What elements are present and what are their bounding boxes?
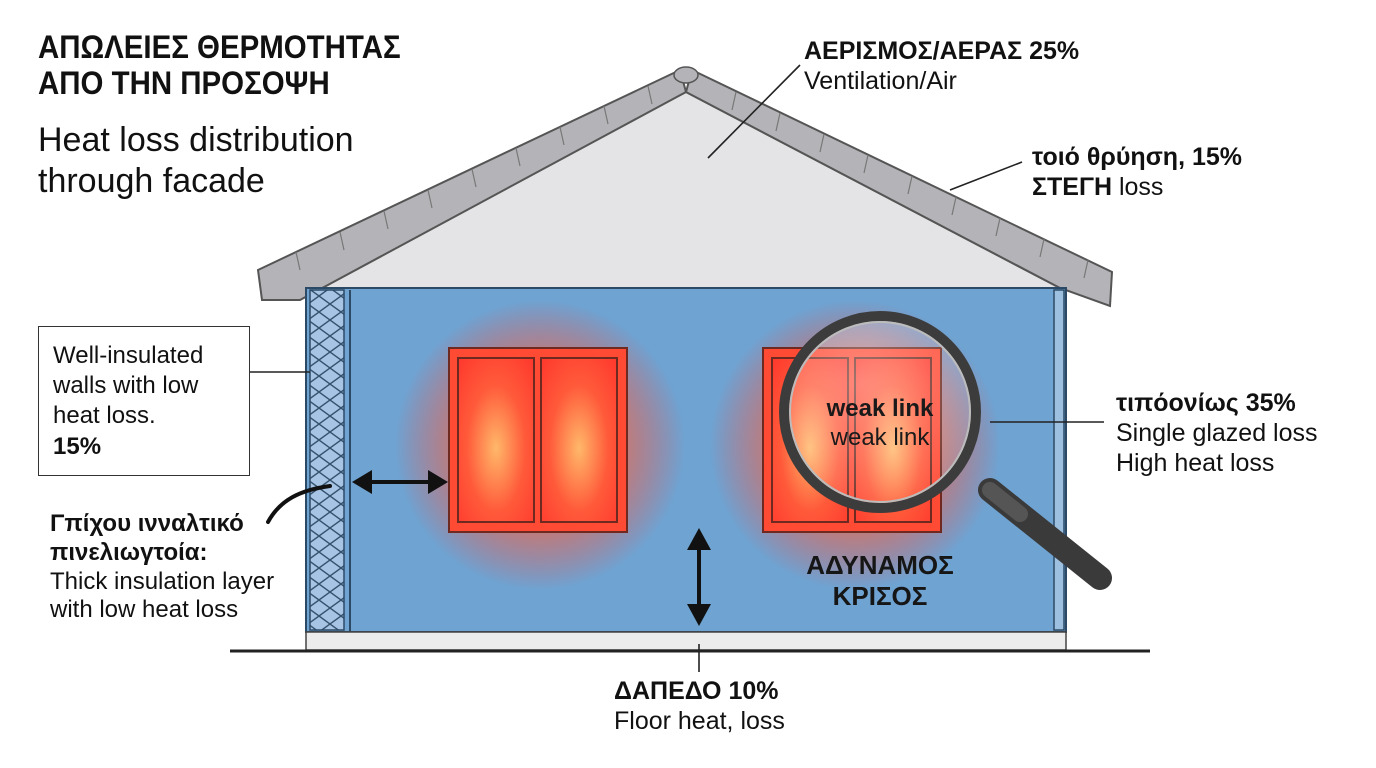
- label-weak-point-line1: ΑΔΥΝΑΜΟΣ: [806, 550, 954, 580]
- title-greek-line2: ΑΠΟ ΤΗΝ ΠΡΟΣΟΨΗ: [38, 64, 330, 101]
- window-left: [448, 347, 628, 533]
- title-greek-line1: ΑΠΩΛΕΙΕΣ ΘΕΡΜΟΤΗΤΑΣ: [38, 29, 401, 65]
- roof-gable: [299, 90, 1061, 289]
- label-insulation: Γπίχου ινναλτικό πινελιωγτοία: Thick ins…: [50, 510, 274, 625]
- label-windows-greek: τιπόονίως 35%: [1116, 389, 1296, 417]
- label-walls-percent: 15%: [53, 432, 102, 460]
- label-floor: ΔΑΠΕΔΟ 10% Floor heat, loss: [614, 676, 785, 736]
- label-insulation-english2: with low heat loss: [50, 596, 239, 624]
- title-english-line2: through facade: [38, 161, 265, 200]
- arrow-horizontal: [352, 470, 448, 494]
- label-walls-box: Well-insulated walls with low heat loss.…: [38, 326, 250, 476]
- roof-ridge-cap: [673, 66, 699, 84]
- roof-tiles-right: [684, 68, 1114, 308]
- label-weak-link-normal: weak link: [830, 424, 930, 452]
- label-weak-point-line2: ΚΡΙΣΟΣ: [832, 581, 928, 612]
- roof-tiles-left: [256, 68, 688, 301]
- label-walls-line3: heat loss.: [53, 402, 156, 430]
- label-roof-line2: ΣΤΕΓΗ loss: [1032, 172, 1242, 202]
- label-walls-line2: walls with low: [53, 372, 199, 400]
- label-windows: τιπόονίως 35% Single glazed loss High he…: [1116, 388, 1318, 478]
- leader-roof: [949, 161, 1023, 191]
- label-windows-english2: High heat loss: [1116, 449, 1275, 477]
- label-ventilation: ΑΕΡΙΣΜΟΣ/ΑΕΡΑΣ 25% Ventilation/Air: [804, 36, 1079, 96]
- magnifier-icon: [779, 311, 1112, 590]
- leader-ventilation: [707, 64, 801, 159]
- label-floor-english: Floor heat, loss: [614, 707, 785, 735]
- label-insulation-greek1: Γπίχου ινναλτικό: [50, 510, 244, 537]
- label-windows-english1: Single glazed loss: [1116, 419, 1318, 447]
- foundation: [305, 631, 1067, 651]
- label-roof: τοιό θρύηση, 15% ΣΤΕΓΗ loss: [1032, 142, 1242, 202]
- label-insulation-greek2: πινελιωγτοία:: [50, 538, 208, 566]
- title-english: Heat loss distribution through facade: [38, 120, 354, 202]
- label-weak-point: ΑΔΥΝΑΜΟΣ ΚΡΙΣΟΣ: [770, 550, 990, 612]
- label-roof-english2: loss: [1112, 173, 1164, 201]
- label-roof-greek2: ΣΤΕΓΗ: [1032, 173, 1113, 201]
- label-insulation-english1: Thick insulation layer: [50, 567, 275, 595]
- title-greek: ΑΠΩΛΕΙΕΣ ΘΕΡΜΟΤΗΤΑΣ ΑΠΟ ΤΗΝ ΠΡΟΣΟΨΗ: [38, 29, 401, 102]
- label-ventilation-greek: ΑΕΡΙΣΜΟΣ/ΑΕΡΑΣ 25%: [804, 37, 1080, 65]
- arrow-vertical: [687, 528, 711, 626]
- label-floor-greek: ΔΑΠΕΔΟ 10%: [614, 677, 779, 705]
- label-ventilation-english: Ventilation/Air: [804, 67, 957, 95]
- label-roof-greek: τοιό θρύηση, 15%: [1032, 143, 1242, 171]
- insulation-layer: [309, 289, 345, 631]
- label-walls-line1: Well-insulated: [53, 342, 204, 369]
- label-weak-link-bold: weak link: [826, 395, 934, 422]
- title-english-line1: Heat loss distribution: [38, 121, 354, 159]
- label-weak-link: weak link weak link: [790, 394, 970, 453]
- leader-insulation: [266, 484, 332, 524]
